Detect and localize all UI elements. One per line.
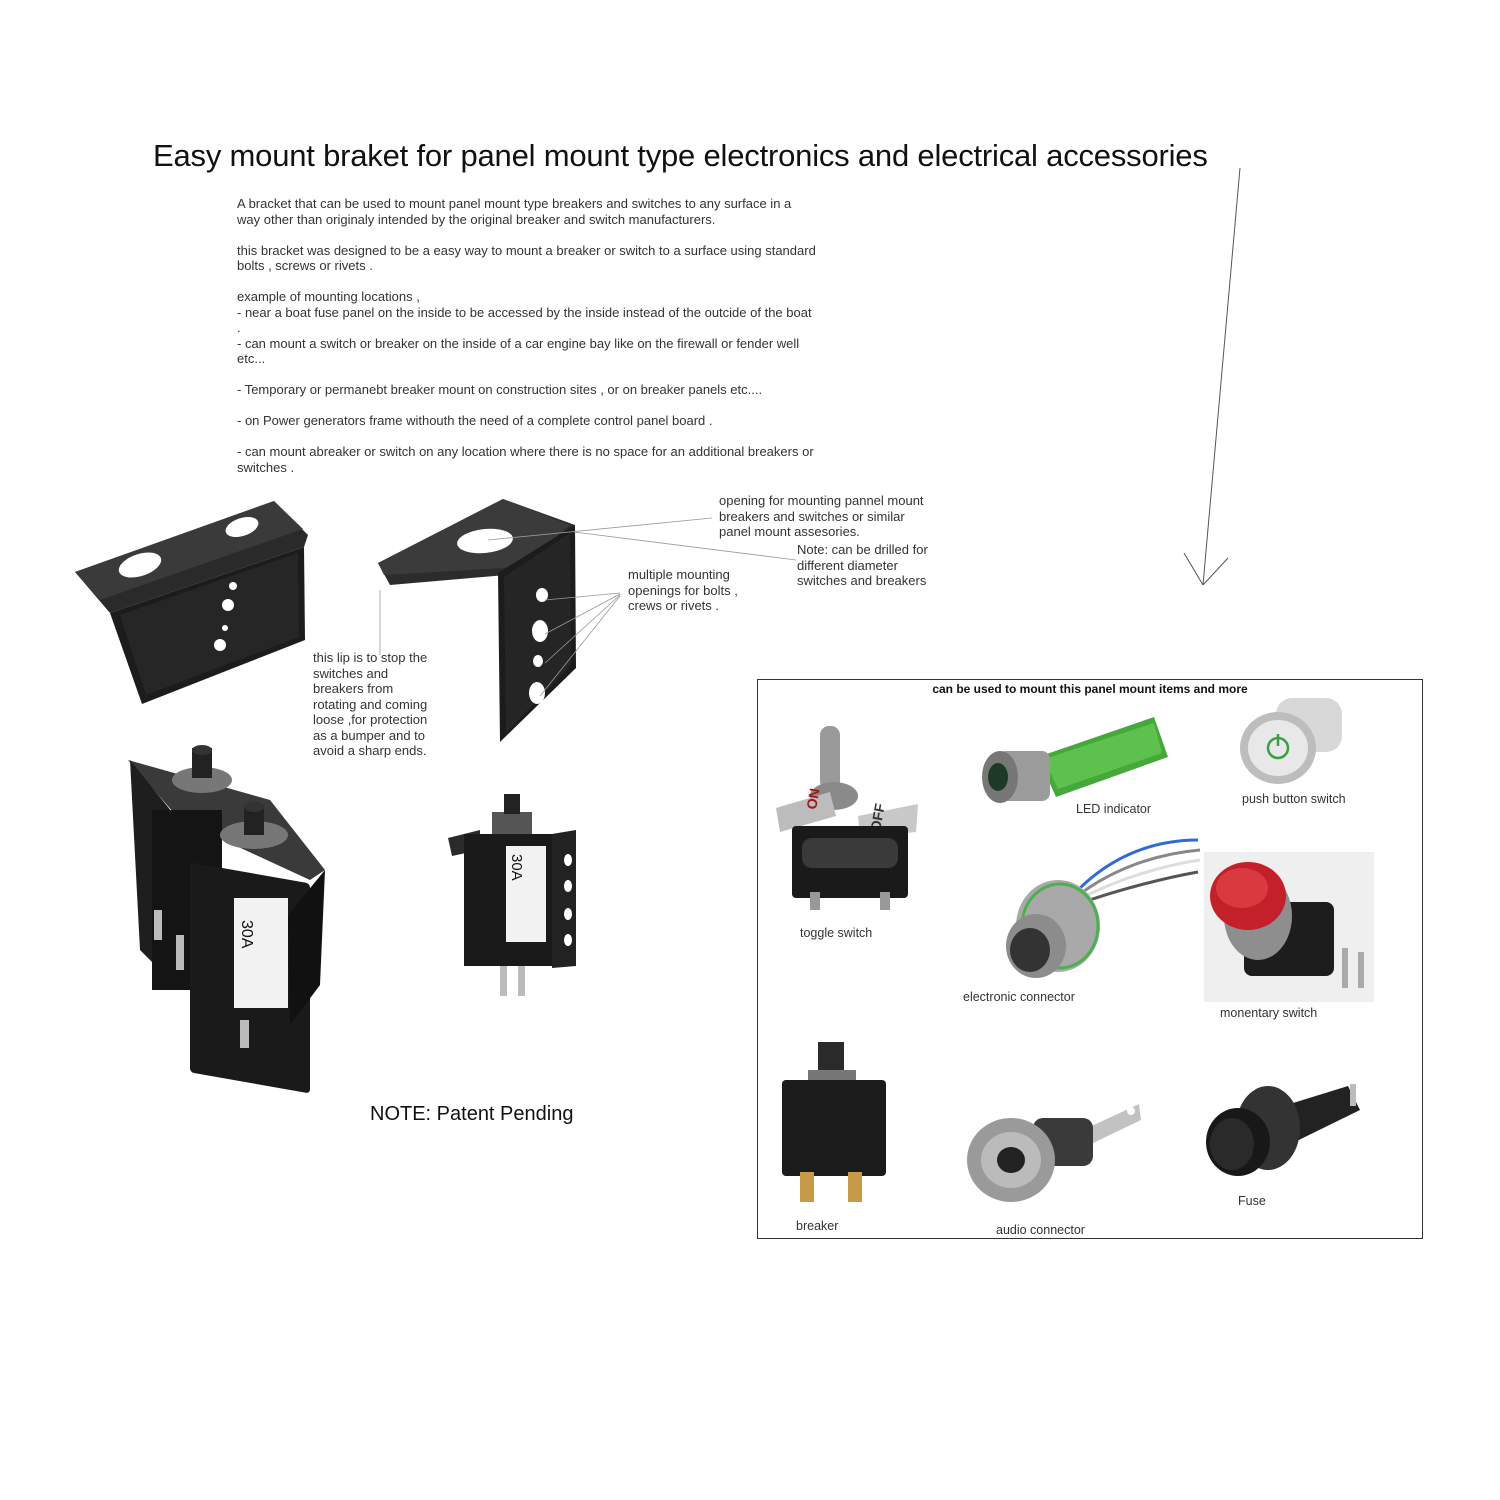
description-paragraph: - Temporary or permanebt breaker mount o…: [237, 382, 763, 397]
pointer-arrow: [1183, 167, 1241, 586]
double-breaker-photo: 30A: [128, 745, 325, 1093]
description-paragraph: example of mounting locations ,: [237, 289, 420, 304]
page-title: Easy mount braket for panel mount type e…: [153, 138, 1208, 173]
mountable-items-panel: can be used to mount this panel mount it…: [757, 679, 1423, 1239]
single-breaker-photo: 30A: [448, 794, 576, 996]
label-led-indicator: LED indicator: [1076, 802, 1152, 816]
electronic-connector-icon: [1006, 838, 1201, 978]
led-indicator-icon: [982, 717, 1168, 803]
description-paragraph: - on Power generators frame withouth the…: [237, 413, 713, 428]
double-hole-bracket-image: [75, 501, 308, 704]
patent-note: NOTE: Patent Pending: [370, 1103, 574, 1125]
toggle-switch-icon: ON OFF: [776, 726, 918, 910]
breaker-rating-label: 30A: [238, 920, 255, 949]
fuse-holder-icon: [1206, 1084, 1360, 1176]
description-paragraph: A bracket that can be used to mount pane…: [237, 196, 792, 227]
description-block: A bracket that can be used to mount pane…: [237, 196, 817, 491]
callout-opening: opening for mounting pannel mount breake…: [719, 493, 924, 539]
label-push-button-switch: push button switch: [1242, 792, 1346, 806]
label-toggle-switch: toggle switch: [800, 926, 873, 940]
panel-title: can be used to mount this panel mount it…: [932, 682, 1248, 696]
audio-connector-icon: [967, 1104, 1141, 1202]
callout-multiple-openings: multiple mounting openings for bolts , c…: [628, 567, 738, 613]
callout-lip: this lip is to stop the switches and bre…: [313, 650, 428, 758]
single-hole-bracket-image: [378, 499, 576, 742]
toggle-on-label: ON: [803, 787, 822, 810]
label-fuse: Fuse: [1238, 1194, 1266, 1208]
push-button-switch-icon: [1240, 698, 1342, 784]
description-paragraph: - can mount a switch or breaker on the i…: [237, 335, 800, 367]
description-paragraph: - near a boat fuse panel on the inside t…: [237, 304, 812, 336]
callout-drill-note: Note: can be drilled for different diame…: [797, 542, 928, 588]
label-electronic-connector: electronic connector: [963, 990, 1075, 1004]
label-breaker: breaker: [796, 1219, 839, 1233]
breaker-icon: [782, 1042, 886, 1202]
breaker-rating-label: 30A: [508, 854, 525, 881]
label-momentary-switch: monentary switch: [1220, 1006, 1318, 1020]
description-paragraph: this bracket was designed to be a easy w…: [237, 242, 816, 274]
description-paragraph: - can mount abreaker or switch on any lo…: [237, 444, 814, 475]
label-audio-connector: audio connector: [996, 1223, 1085, 1237]
toggle-off-label: OFF: [867, 802, 888, 833]
momentary-switch-icon: [1204, 852, 1374, 1002]
